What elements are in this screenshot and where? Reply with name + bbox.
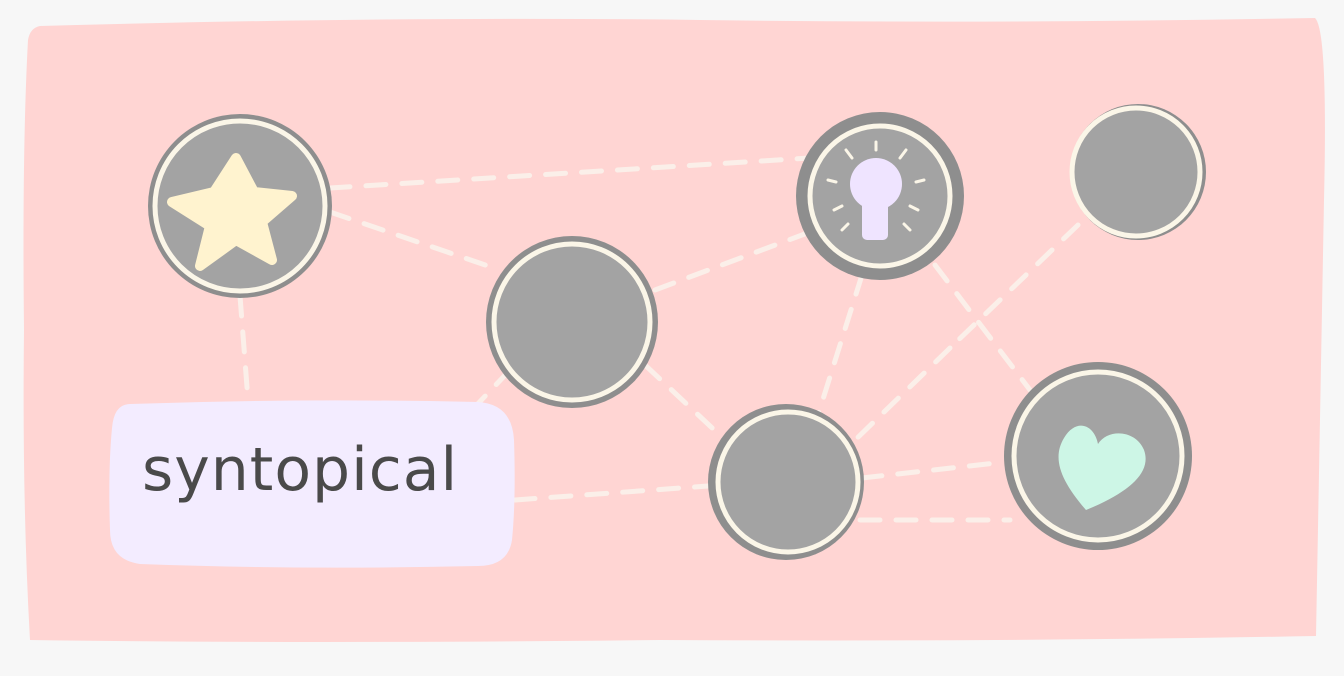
- connector-line: [947, 222, 1081, 351]
- connector-line: [847, 345, 953, 448]
- lightbulb-icon: [826, 140, 926, 240]
- connector-line: [512, 483, 711, 503]
- heart-icon: [1058, 425, 1146, 510]
- node-lightbulb: [796, 112, 964, 280]
- connector-lines: [237, 155, 1081, 523]
- label-box: syntopical: [109, 400, 515, 568]
- node-star: [148, 114, 332, 298]
- node-bottom-middle: [708, 404, 864, 560]
- connector-line: [642, 362, 728, 443]
- connector-line: [815, 272, 865, 418]
- star-icon: [167, 153, 297, 271]
- connector-line: [652, 229, 813, 293]
- node-center: [486, 236, 658, 408]
- connector-line: [932, 262, 1033, 393]
- connector-line: [237, 293, 251, 403]
- connector-line: [327, 155, 813, 191]
- node-heart: [1004, 362, 1192, 550]
- label-text: syntopical: [142, 435, 458, 505]
- connector-line: [327, 209, 503, 273]
- connector-line: [859, 459, 1008, 481]
- node-top-right: [1069, 104, 1206, 240]
